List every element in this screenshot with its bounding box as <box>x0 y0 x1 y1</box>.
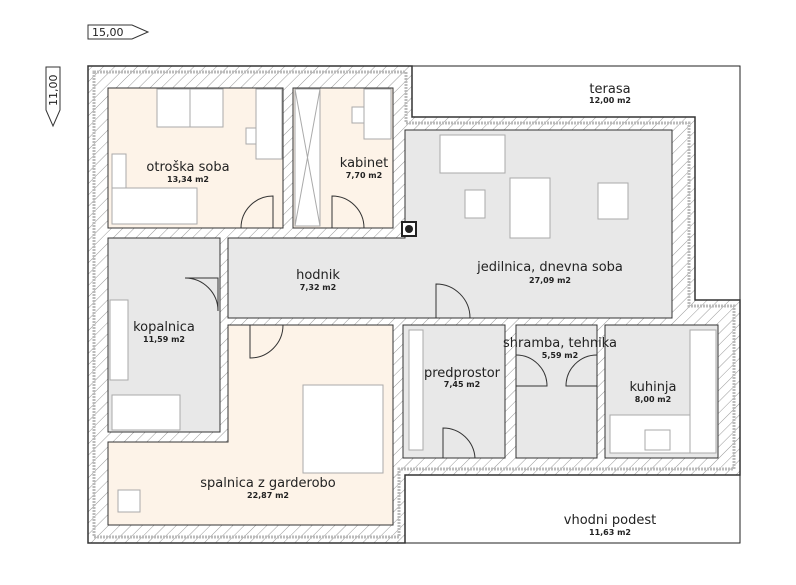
svg-text:kabinet: kabinet <box>340 156 388 171</box>
room-shramba <box>515 324 598 459</box>
svg-text:shramba, tehnika: shramba, tehnika <box>503 336 617 351</box>
svg-text:7,45 m2: 7,45 m2 <box>444 380 480 389</box>
furniture <box>109 88 717 513</box>
svg-text:otroška soba: otroška soba <box>146 160 229 175</box>
svg-text:vhodni podest: vhodni podest <box>564 513 656 528</box>
svg-text:predprostor: predprostor <box>424 366 501 381</box>
room-label-predprostor: predprostor 7,45 m2 <box>424 366 501 389</box>
room-label-kopalnica: kopalnica 11,59 m2 <box>133 320 195 344</box>
svg-text:7,70 m2: 7,70 m2 <box>346 171 382 180</box>
svg-text:13,34 m2: 13,34 m2 <box>167 175 209 184</box>
width-dimension-marker: 15,00 <box>87 24 150 40</box>
svg-text:5,59 m2: 5,59 m2 <box>542 351 578 360</box>
svg-text:hodnik: hodnik <box>296 268 340 283</box>
svg-text:12,00 m2: 12,00 m2 <box>589 96 631 105</box>
svg-text:kopalnica: kopalnica <box>133 320 195 335</box>
svg-text:terasa: terasa <box>589 82 630 97</box>
room-spalnica <box>107 324 394 526</box>
room-label-hodnik: hodnik 7,32 m2 <box>296 268 340 292</box>
svg-text:11,63 m2: 11,63 m2 <box>589 528 631 537</box>
width-dimension-label: 15,00 <box>92 26 124 39</box>
svg-text:22,87 m2: 22,87 m2 <box>247 491 289 500</box>
svg-text:kuhinja: kuhinja <box>629 380 676 395</box>
svg-text:8,00 m2: 8,00 m2 <box>635 395 671 404</box>
room-hodnik-jedilnica <box>227 129 673 319</box>
height-dimension-label: 11,00 <box>47 75 60 107</box>
room-label-shramba: shramba, tehnika 5,59 m2 <box>503 336 617 360</box>
room-label-kabinet: kabinet 7,70 m2 <box>340 156 388 180</box>
height-dimension-marker: 11,00 <box>45 66 61 128</box>
room-label-otroska-soba: otroška soba 13,34 m2 <box>146 160 229 184</box>
room-label-terasa: terasa 12,00 m2 <box>589 82 631 105</box>
svg-text:11,59 m2: 11,59 m2 <box>143 335 185 344</box>
svg-text:27,09 m2: 27,09 m2 <box>529 276 571 285</box>
room-label-kuhinja: kuhinja 8,00 m2 <box>629 380 676 404</box>
svg-text:7,32 m2: 7,32 m2 <box>300 283 336 292</box>
doors <box>184 195 598 459</box>
svg-text:jedilnica, dnevna soba: jedilnica, dnevna soba <box>476 260 623 275</box>
room-label-vhodni-podest: vhodni podest 11,63 m2 <box>564 513 656 537</box>
svg-text:spalnica z garderobo: spalnica z garderobo <box>200 476 336 491</box>
room-label-spalnica: spalnica z garderobo 22,87 m2 <box>200 476 336 500</box>
room-label-jedilnica: jedilnica, dnevna soba 27,09 m2 <box>476 260 623 285</box>
